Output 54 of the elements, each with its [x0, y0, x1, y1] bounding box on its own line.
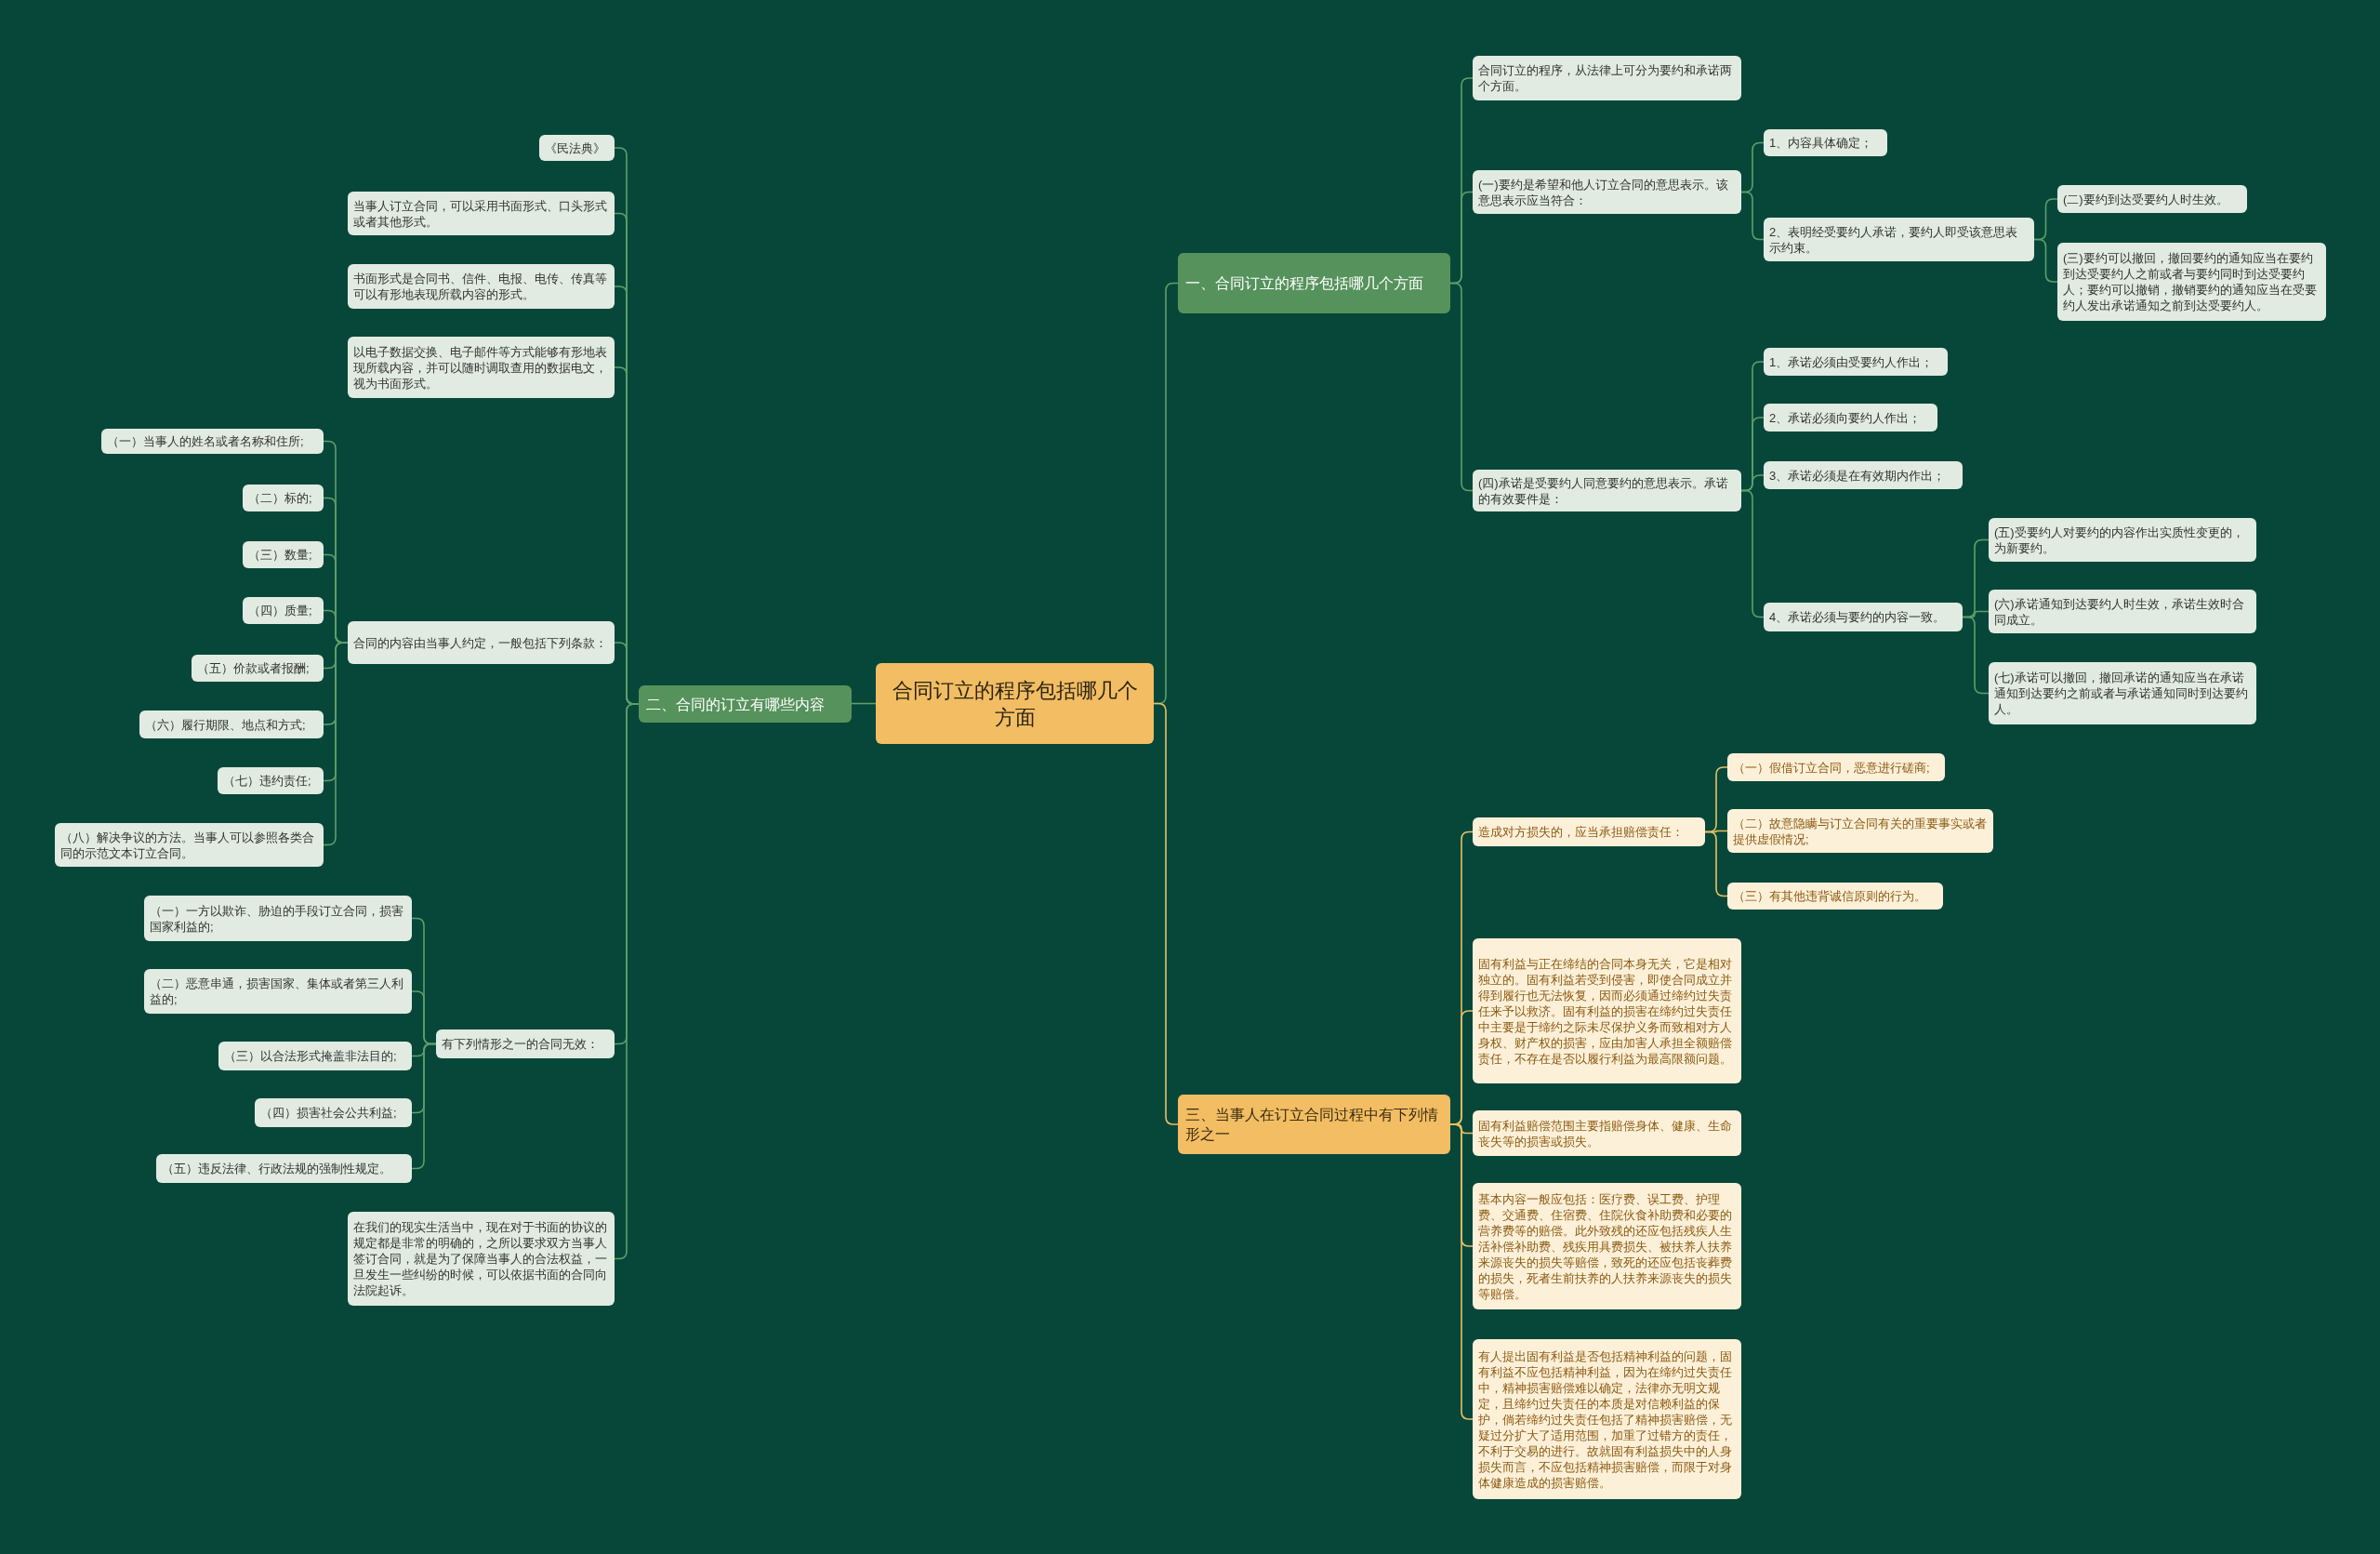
topic-box: 基本内容一般应包括：医疗费、误工费、护理费、交通费、住宿费、住院伙食补助费和必要的营养费等的赔偿。此外致残的还应包括残疾人生活补偿补助费、残疾用具费损失、被扶养人扶养来源丧失的损失等赔偿，致死的还应包括丧葬费的损失，死者生前扶养的人扶养来源丧失的损失等赔偿。: [1473, 1183, 1741, 1309]
topic-box: 3、承诺必须是在有效期内作出；: [1764, 461, 1963, 489]
topic-box: 1、承诺必须由受要约人作出；: [1764, 348, 1948, 376]
topic-box: 2、承诺必须向要约人作出；: [1764, 404, 1937, 432]
topic-box: 当事人订立合同，可以采用书面形式、口头形式或者其他形式。: [348, 192, 615, 235]
connector-line: [323, 642, 349, 846]
topic-box: 造成对方损失的，应当承担赔偿责任：: [1473, 817, 1705, 846]
topic-box: （一）假借订立合同，恶意进行磋商;: [1727, 753, 1945, 781]
connector-line: [1449, 1123, 1474, 1420]
topic-box: （一）一方以欺诈、胁迫的手段订立合同，损害国家利益的;: [144, 896, 412, 941]
connector-line: [1740, 191, 1765, 241]
connector-line: [1704, 830, 1728, 897]
connector-line: [851, 702, 877, 705]
topic-box: 固有利益赔偿范围主要指赔偿身体、健康、生命丧失等的损害或损失。: [1473, 1110, 1741, 1156]
connector-line: [1740, 489, 1765, 618]
topic-box: (七)承诺可以撤回，撤回承诺的通知应当在承诺通知到达要约之前或者与承诺通知同时到达要约人。: [1989, 662, 2256, 724]
topic-box: 在我们的现实生活当中，现在对于书面的协议的规定都是非常的明确的，之所以要求双方当事人签订合同，就是为了保障当事人的合法权益，一旦发生一些纠纷的时候，可以依据书面的合同向法院起诉。: [348, 1212, 615, 1306]
topic-box: 4、承诺必须与要约的内容一致。: [1764, 603, 1963, 631]
topic-box: （三）有其他违背诚信原则的行为。: [1727, 883, 1943, 910]
topic-box: （二）恶意串通，损害国家、集体或者第三人利益的;: [144, 969, 412, 1014]
topic-box: (六)承诺通知到达要约人时生效，承诺生效时合同成立。: [1989, 590, 2256, 633]
topic-box: 以电子数据交换、电子邮件等方式能够有形地表现所载内容，并可以随时调取查用的数据电文，视为书面形式。: [348, 337, 615, 398]
topic-box: (三)要约可以撤回，撤回要约的通知应当在要约到达受要约人之前或者与要约同时到达受要约人；要约可以撤销，撤销要约的通知应当在受要约人发出承诺通知之前到达受要约人。: [2057, 243, 2326, 321]
topic-box: （二）故意隐瞒与订立合同有关的重要事实或者提供虚假情况;: [1727, 809, 1993, 853]
central-topic: 合同订立的程序包括哪几个方面: [876, 663, 1154, 744]
topic-box: 1、内容具体确定；: [1764, 129, 1887, 156]
topic-box: （六）履行期限、地点和方式;: [139, 711, 324, 738]
branch-topic: 三、当事人在订立合同过程中有下列情形之一: [1178, 1095, 1450, 1154]
topic-box: （四）质量;: [243, 597, 324, 624]
topic-box: （一）当事人的姓名或者名称和住所;: [101, 429, 324, 454]
connector-line: [2033, 238, 2058, 283]
topic-box: （五）违反法律、行政法规的强制性规定。: [156, 1154, 412, 1183]
topic-box: （三）数量;: [243, 541, 324, 568]
topic-box: （八）解决争议的方法。当事人可以参照各类合同的示范文本订立合同。: [55, 823, 324, 867]
connector-line: [1449, 282, 1474, 492]
topic-box: （三）以合法形式掩盖非法目的;: [218, 1042, 412, 1070]
topic-box: (二)要约到达受要约人时生效。: [2057, 185, 2247, 213]
topic-box: （七）违约责任;: [218, 767, 324, 794]
topic-box: (一)要约是希望和他人订立合同的意思表示。该意思表示应当符合：: [1473, 170, 1741, 214]
topic-box: 合同订立的程序，从法律上可分为要约和承诺两个方面。: [1473, 56, 1741, 100]
topic-box: 2、表明经受要约人承诺，要约人即受该意思表示约束。: [1764, 218, 2034, 261]
topic-box: （五）价款或者报酬;: [192, 655, 324, 682]
topic-box: 合同的内容由当事人约定，一般包括下列条款：: [348, 621, 615, 664]
topic-box: （二）标的;: [243, 485, 324, 511]
topic-box: 固有利益与正在缔结的合同本身无关，它是相对独立的。固有利益若受到侵害，即使合同成立并得到履行也无法恢复，因而必须通过缔约过失责任来予以救济。固有利益的损害在缔约过失责任中主要是于缔约之际未尽保护义务而致相对方人身权、财产权的损害，应由加害人承担全额赔偿责任，不存在是否以履行利益为最高限额问题。: [1473, 938, 1741, 1083]
topic-box: 有人提出固有利益是否包括精神利益的问题，固有利益不应包括精神利益，因为在缔约过失责任中，精神损害赔偿难以确定，法律亦无明文规定，且缔约过失责任的本质是对信赖利益的保护，倘若缔约过失责任包括了精神损害赔偿，无疑过分扩大了适用范围，加重了过错方的责任，不利于交易的进行。故就固有利益损失中的人身损失而言，不应包括精神损害赔偿，而限于对身体健康造成的损害赔偿。: [1473, 1339, 1741, 1499]
topic-box: （四）损害社会公共利益;: [255, 1098, 412, 1127]
topic-box: (四)承诺是受要约人同意要约的意思表示。承诺的有效要件是：: [1473, 470, 1741, 511]
branch-topic: 一、合同订立的程序包括哪几个方面: [1178, 253, 1450, 313]
branch-topic: 二、合同的订立有哪些内容: [639, 685, 852, 723]
topic-box: 书面形式是合同书、信件、电报、电传、传真等可以有形地表现所载内容的形式。: [348, 264, 615, 309]
topic-box: (五)受要约人对要约的内容作出实质性变更的，为新要约。: [1989, 518, 2256, 562]
topic-box: 《民法典》: [539, 135, 615, 161]
topic-box: 有下列情形之一的合同无效：: [436, 1029, 615, 1058]
